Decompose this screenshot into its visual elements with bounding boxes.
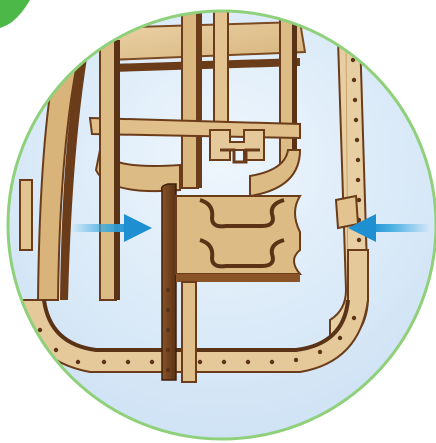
leaf-corner-icon (0, 0, 30, 28)
right-bracket (336, 196, 358, 228)
